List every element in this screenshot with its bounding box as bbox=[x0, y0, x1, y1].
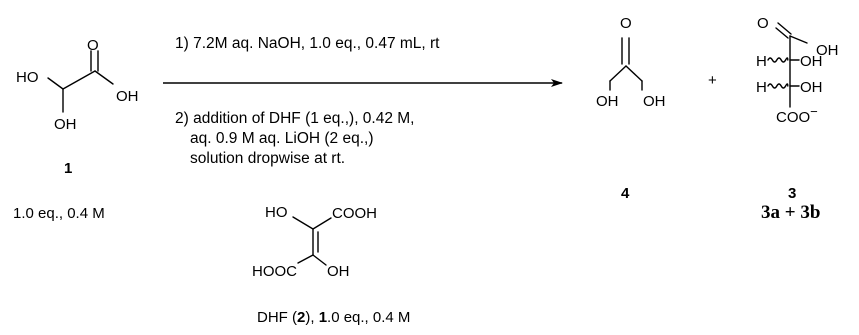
product-4-oh-left: OH bbox=[596, 93, 619, 110]
reactant-1-label: 1 bbox=[64, 160, 72, 177]
product-3-label: 3 bbox=[788, 185, 796, 202]
product-3-oh-top: OH bbox=[816, 42, 839, 59]
reagent-2-cooh-top: COOH bbox=[332, 205, 377, 222]
product-4-oh-right: OH bbox=[643, 93, 666, 110]
condition-line-1: 1) 7.2M aq. NaOH, 1.0 eq., 0.47 mL, rt bbox=[175, 35, 440, 52]
product-3-oh1: OH bbox=[800, 53, 823, 70]
product-4-o-top: O bbox=[620, 15, 632, 32]
reagent-2-hooc-bottom: HOOC bbox=[252, 263, 297, 280]
reagent-2-oh-bottom: OH bbox=[327, 263, 350, 280]
product-3-sublabel: 3a + 3b bbox=[761, 202, 820, 223]
reagent-2-structure: HO COOH HOOC OH bbox=[252, 204, 377, 280]
product-3-h2: H bbox=[756, 79, 767, 96]
product-4-label: 4 bbox=[621, 185, 630, 202]
product-3-oh2: OH bbox=[800, 79, 823, 96]
condition-line-2: 2) addition of DHF (1 eq.,), 0.42 M, bbox=[175, 110, 415, 127]
condition-line-3: aq. 0.9 M aq. LiOH (2 eq.,) bbox=[190, 130, 374, 147]
reactant-1-amount: 1.0 eq., 0.4 M bbox=[13, 205, 105, 222]
reagent-2-ho-top: HO bbox=[265, 204, 288, 221]
reactant-1-ho-left: HO bbox=[16, 69, 39, 86]
reactant-1-oh-bottom: OH bbox=[54, 116, 77, 133]
product-3-o-top: O bbox=[757, 15, 769, 32]
plus-sign: + bbox=[708, 72, 717, 89]
reactant-1-structure: O HO OH OH bbox=[16, 37, 139, 133]
reactant-1-o-top: O bbox=[87, 37, 99, 54]
condition-line-4: solution dropwise at rt. bbox=[190, 150, 345, 167]
product-3-h1: H bbox=[756, 53, 767, 70]
product-4-structure: O OH OH bbox=[596, 15, 666, 110]
product-3-carboxylate: COO− bbox=[776, 104, 818, 126]
product-3-structure: O OH H OH H OH COO− bbox=[756, 15, 839, 126]
reactant-1-oh-right: OH bbox=[116, 88, 139, 105]
reagent-2-caption: DHF (2), 1.0 eq., 0.4 M bbox=[257, 309, 410, 326]
